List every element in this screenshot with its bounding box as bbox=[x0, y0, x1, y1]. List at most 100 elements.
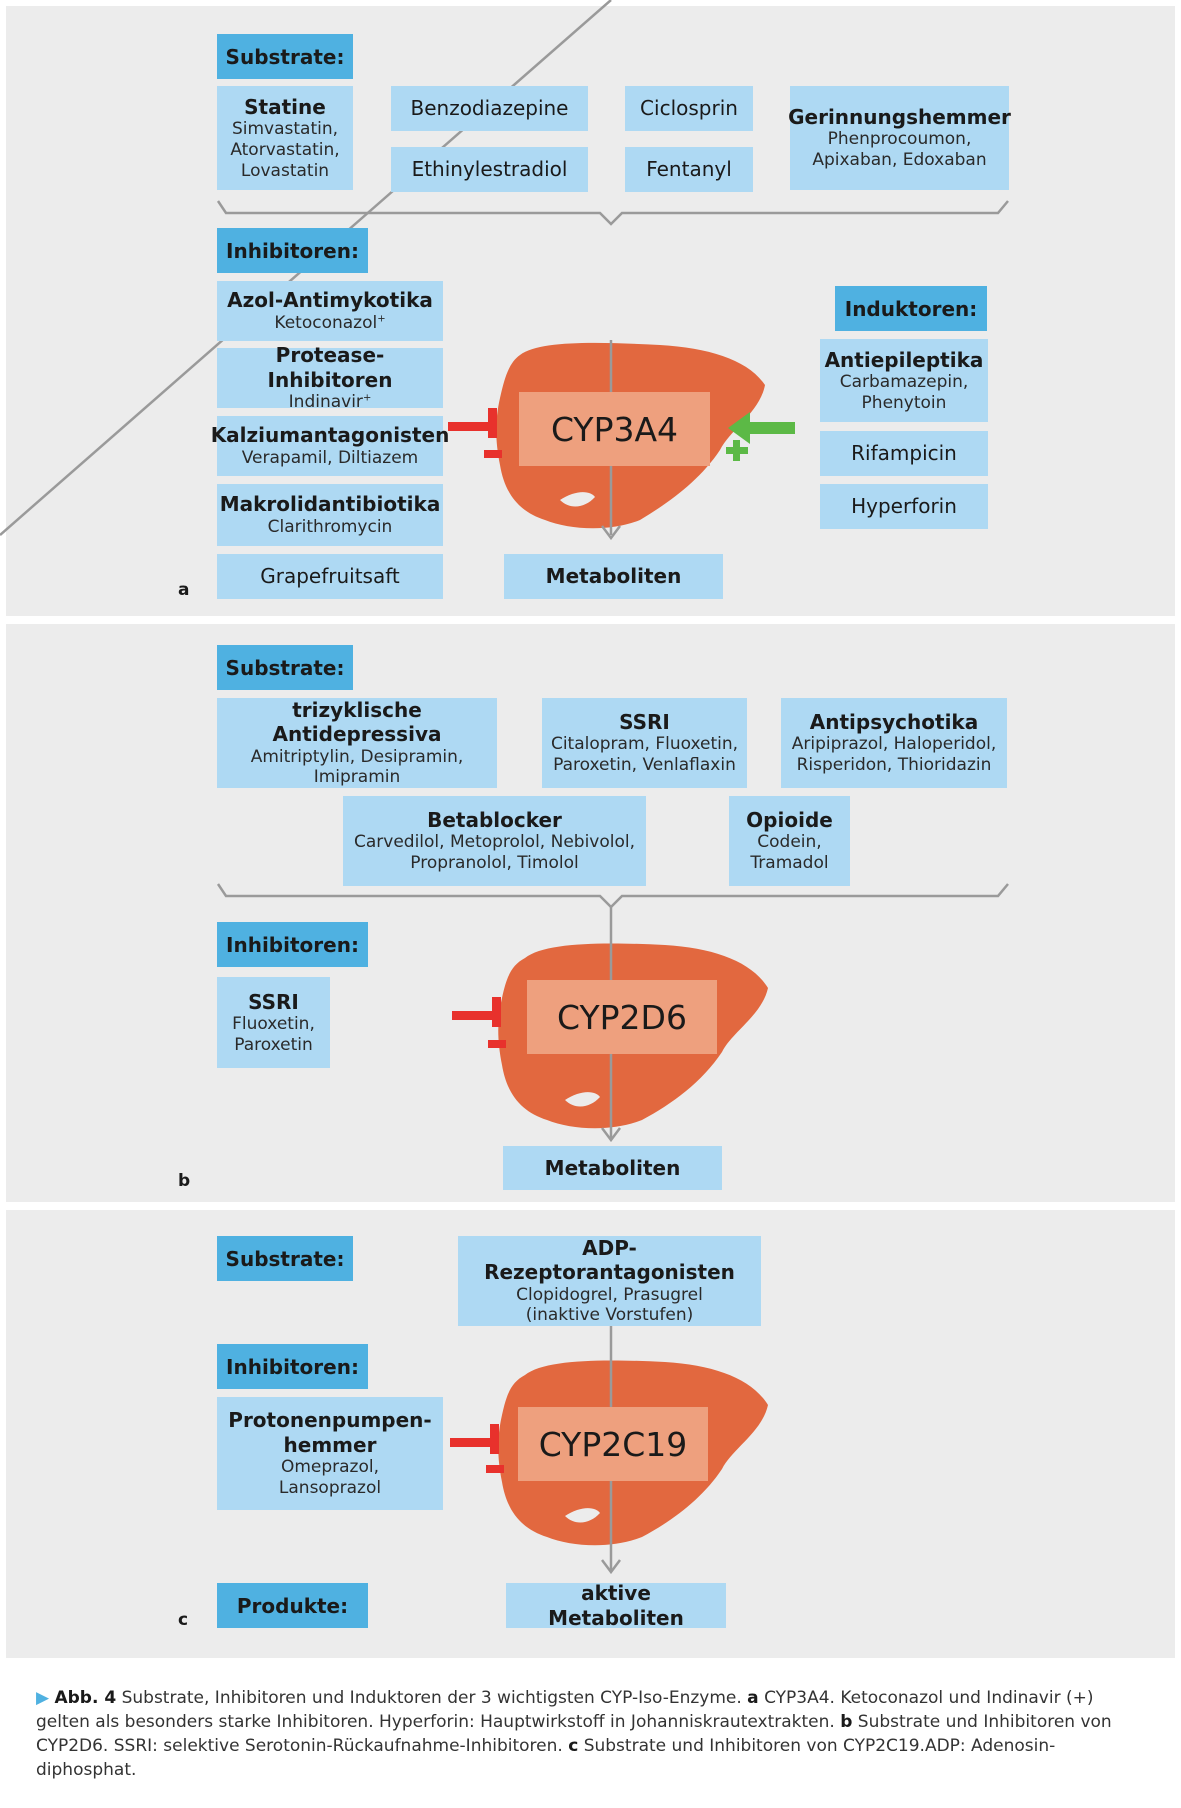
superscript: + bbox=[362, 392, 372, 404]
inhibitor-azol: Azol-Antimykotika Ketoconazol+ bbox=[217, 281, 443, 341]
substrate-gerinnungshemmer: Gerinnungshemmer Phenprocoumon, Apixaban… bbox=[788, 86, 1011, 190]
box-label: Ciclosprin bbox=[640, 96, 738, 121]
inductors-header: Induktoren: bbox=[835, 286, 987, 331]
box-title: Statine bbox=[244, 94, 326, 119]
caption-text-a: CYP3A4. Ketoconazol und Indinavir (+) ge… bbox=[36, 1688, 1094, 1733]
caption-text-intro: Substrate, Inhibitoren und Induktoren de… bbox=[121, 1688, 742, 1708]
box-sub: Citalopram, Fluoxetin, Paroxetin, Venlaf… bbox=[550, 734, 739, 776]
substrate-opioide: Opioide Codein, Tramadol bbox=[729, 796, 850, 886]
box-sub: Codein, Tramadol bbox=[750, 832, 829, 874]
product-b: Metaboliten bbox=[503, 1146, 722, 1190]
substrate-ssri: SSRI Citalopram, Fluoxetin, Paroxetin, V… bbox=[542, 698, 747, 788]
box-sub: Aripiprazol, Haloperidol, Risperidon, Th… bbox=[791, 734, 997, 776]
box-sub: Fluoxetin, Paroxetin bbox=[232, 1013, 315, 1055]
caption-marker-icon: ▶ bbox=[36, 1688, 50, 1708]
inhibitor-protease: Protease-Inhibitoren Indinavir+ bbox=[217, 343, 443, 412]
box-title: Antiepileptika bbox=[824, 347, 984, 372]
liver-lobe-a bbox=[560, 492, 595, 507]
substrates-header-c: Substrate: bbox=[217, 1236, 353, 1281]
caption-label: Abb. 4 bbox=[54, 1688, 117, 1708]
substrate-brace-a bbox=[216, 200, 1009, 226]
box-label: Rifampicin bbox=[851, 441, 957, 466]
caption-letter-a: a bbox=[747, 1688, 759, 1708]
box-sub: Simvastatin, Atorvastatin, Lovastatin bbox=[230, 119, 340, 181]
substrate-fentanyl: Fentanyl bbox=[625, 147, 753, 192]
inductor-rifampicin: Rifampicin bbox=[820, 431, 988, 476]
box-sub: Clarithromycin bbox=[267, 516, 393, 537]
substrate-brace-b bbox=[216, 883, 1009, 909]
box-title: Azol-Antimykotika bbox=[227, 288, 433, 313]
inhibitor-makrolid: Makrolidantibiotika Clarithromycin bbox=[217, 484, 443, 546]
box-title: Metaboliten bbox=[544, 1155, 681, 1180]
box-title: SSRI bbox=[248, 989, 299, 1014]
box-sub: Carvedilol, Metoprolol, Nebivolol, Propr… bbox=[353, 832, 636, 874]
inhibitor-ppi: Protonenpumpen- hemmer Omeprazol, Lansop… bbox=[217, 1397, 443, 1510]
substrates-header-b: Substrate: bbox=[217, 645, 353, 690]
box-title: Betablocker bbox=[427, 808, 562, 833]
caption-text-b: Substrate und Inhibitoren von CYP2D6. SS… bbox=[36, 1712, 1112, 1757]
substrate-benzodiazepine: Benzodiazepine bbox=[391, 86, 588, 131]
caption-text-c: Substrate und Inhibitoren von CYP2C19.AD… bbox=[36, 1736, 1056, 1781]
inhibition-tbar-icon-b bbox=[452, 997, 506, 1048]
box-sub: Verapamil, Diltiazem bbox=[241, 447, 419, 468]
inhibitors-header-b: Inhibitoren: bbox=[217, 922, 368, 967]
box-title: Protonenpumpen- hemmer bbox=[228, 1408, 432, 1457]
inductor-antiepileptika: Antiepileptika Carbamazepin, Phenytoin bbox=[820, 339, 988, 422]
box-label: Ethinylestradiol bbox=[411, 157, 568, 182]
panel-letter-b: b bbox=[178, 1171, 191, 1191]
inductor-hyperforin: Hyperforin bbox=[820, 484, 988, 529]
inhibition-tbar-icon-c bbox=[450, 1424, 504, 1473]
box-label: Grapefruitsaft bbox=[260, 564, 400, 589]
product-c: aktive Metaboliten bbox=[506, 1581, 726, 1630]
substrates-header-a: Substrate: bbox=[217, 34, 353, 79]
panel-letter-c: c bbox=[178, 1610, 189, 1630]
box-label: Hyperforin bbox=[851, 494, 957, 519]
panel-letter-a: a bbox=[178, 580, 190, 600]
box-title: Gerinnungshemmer bbox=[788, 105, 1011, 130]
box-title: SSRI bbox=[619, 710, 670, 735]
caption-letter-c: c bbox=[568, 1736, 579, 1757]
box-title: trizyklische Antidepressiva bbox=[272, 697, 442, 747]
box-title: Protease-Inhibitoren bbox=[267, 343, 393, 392]
box-title: Antipsychotika bbox=[809, 710, 979, 735]
superscript: + bbox=[377, 313, 386, 325]
induction-arrow-icon bbox=[726, 412, 795, 461]
inhibitor-ssri: SSRI Fluoxetin, Paroxetin bbox=[217, 977, 330, 1068]
box-sub: Indinavir+ bbox=[289, 392, 372, 413]
caption-letter-b: b bbox=[840, 1712, 853, 1733]
box-sub: Omeprazol, Lansoprazol bbox=[278, 1457, 382, 1498]
substrate-ethinylestradiol: Ethinylestradiol bbox=[391, 147, 588, 192]
box-sub: Carbamazepin, Phenytoin bbox=[839, 371, 969, 413]
substrate-trizyklisch: trizyklische Antidepressiva Amitriptylin… bbox=[217, 698, 497, 788]
flow-arrowhead-a bbox=[601, 525, 621, 541]
box-sub-text: Indinavir bbox=[288, 392, 363, 413]
box-title: Kalziumantagonisten bbox=[210, 423, 450, 448]
enzyme-cyp2c19: CYP2C19 bbox=[518, 1407, 708, 1481]
inhibitor-kalzium: Kalziumantagonisten Verapamil, Diltiazem bbox=[211, 416, 449, 476]
box-sub: Amitriptylin, Desipramin, Imipramin bbox=[250, 746, 464, 788]
substrate-ciclosprin: Ciclosprin bbox=[625, 86, 753, 131]
substrate-antipsychotika: Antipsychotika Aripiprazol, Haloperidol,… bbox=[781, 698, 1007, 788]
products-header-c: Produkte: bbox=[217, 1583, 368, 1628]
enzyme-cyp2d6: CYP2D6 bbox=[527, 980, 717, 1054]
inhibitors-header-c: Inhibitoren: bbox=[217, 1344, 368, 1389]
enzyme-cyp3a4: CYP3A4 bbox=[519, 392, 710, 466]
box-label: Benzodiazepine bbox=[410, 96, 569, 121]
inhibitor-grapefruitsaft: Grapefruitsaft bbox=[217, 554, 443, 599]
inhibition-tbar-icon-a bbox=[448, 408, 502, 458]
box-title: aktive Metaboliten bbox=[548, 1581, 684, 1630]
product-a: Metaboliten bbox=[504, 554, 723, 599]
substrate-adp: ADP-Rezeptorantagonisten Clopidogrel, Pr… bbox=[458, 1236, 761, 1326]
figure-caption: ▶ Abb. 4 Substrate, Inhibitoren und Indu… bbox=[36, 1686, 1146, 1783]
flow-arrowhead-b bbox=[601, 1127, 621, 1143]
box-label: Fentanyl bbox=[646, 157, 732, 182]
flow-arrowhead-c bbox=[601, 1559, 621, 1575]
box-title: Makrolidantibiotika bbox=[219, 492, 441, 517]
substrate-statine: Statine Simvastatin, Atorvastatin, Lovas… bbox=[217, 86, 353, 190]
substrate-betablocker: Betablocker Carvedilol, Metoprolol, Nebi… bbox=[343, 796, 646, 886]
box-sub: Ketoconazol+ bbox=[274, 313, 385, 334]
box-sub-text: Ketoconazol bbox=[274, 312, 378, 333]
inhibitors-header-a: Inhibitoren: bbox=[217, 228, 368, 273]
box-title: Metaboliten bbox=[545, 564, 682, 589]
